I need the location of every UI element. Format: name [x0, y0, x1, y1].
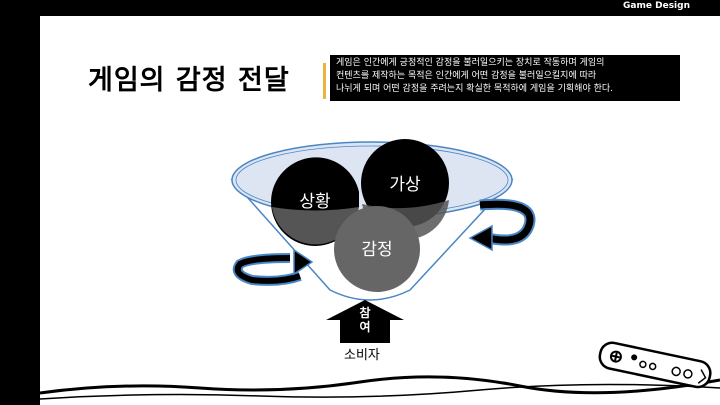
- description-line: 나뉘게 되며 어떤 감정을 주려는지 확실한 목적하에 게임을 기획해야 한다.: [336, 84, 614, 94]
- participation-label: 참 여: [357, 306, 373, 334]
- circle-label-virtual: 가상: [389, 175, 421, 195]
- sketch-line: [39, 375, 720, 395]
- slide-title: 게임의 감정 전달: [88, 65, 290, 96]
- left-bar: [0, 0, 40, 405]
- rotation-arrow-icon: [232, 248, 314, 286]
- up-arrow-icon: [326, 300, 404, 343]
- description-line: 게임은 인간에게 긍정적인 감정을 불러일으키는 장치로 작동하며 게임의: [336, 58, 605, 68]
- description-line: 컨텐츠를 제작하는 목적은 인간에게 어떤 감정을 불러일으킬지에 따라: [336, 71, 597, 81]
- top-bar: Game Design: [0, 0, 720, 16]
- circle-label-situation: 상황: [299, 192, 330, 212]
- description-box: 게임은 인간에게 긍정적인 감정을 불러일으키는 장치로 작동하며 게임의 컨텐…: [330, 55, 680, 101]
- consumer-label: 소비자: [344, 348, 380, 363]
- circle-label-emotion: 감정: [361, 240, 392, 260]
- wii-remote-icon: [598, 341, 712, 389]
- circle-virtual: [361, 139, 449, 227]
- participation-char-2: 여: [359, 320, 371, 334]
- rotation-arrow-icon: [468, 198, 536, 252]
- title-accent-bar: [323, 63, 326, 99]
- brand-label: Game Design: [623, 1, 690, 11]
- circle-emotion: [334, 206, 420, 292]
- participation-char-1: 참: [359, 306, 371, 320]
